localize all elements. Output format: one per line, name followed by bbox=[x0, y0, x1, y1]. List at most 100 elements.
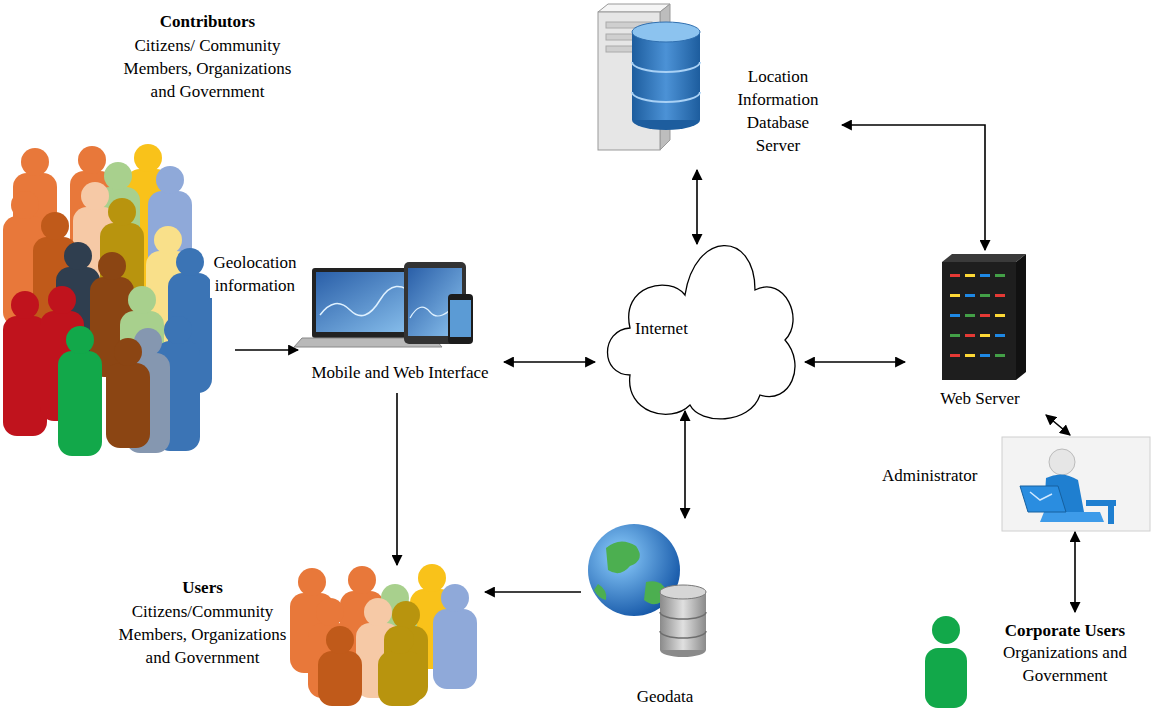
person-head bbox=[392, 601, 420, 629]
users-crowd bbox=[290, 564, 477, 706]
status-light bbox=[950, 294, 960, 297]
person-head bbox=[326, 626, 354, 654]
status-light bbox=[965, 334, 975, 337]
connector-arrow bbox=[504, 361, 595, 363]
connector-arrow bbox=[1074, 532, 1076, 612]
status-light bbox=[950, 274, 960, 277]
group-heading: Contributors bbox=[115, 11, 300, 34]
contributors-crowd bbox=[3, 144, 212, 456]
status-light bbox=[995, 334, 1005, 337]
person-head bbox=[114, 338, 142, 366]
person-head bbox=[21, 148, 49, 176]
status-light bbox=[965, 294, 975, 297]
database-server-icon-part bbox=[632, 32, 700, 120]
person-body bbox=[58, 351, 102, 456]
administrator-icon-part bbox=[1086, 500, 1116, 506]
status-light bbox=[995, 294, 1005, 297]
connector-arrow bbox=[1046, 415, 1070, 435]
database-server-icon-part bbox=[598, 4, 670, 12]
person-head bbox=[298, 568, 326, 596]
web-server-icon bbox=[942, 254, 1026, 380]
node-label: Administrator bbox=[882, 465, 997, 488]
connector-arrow bbox=[485, 591, 581, 593]
icon-node: Web Server bbox=[905, 250, 1059, 415]
node-label: Mobile and Web Interface bbox=[300, 362, 500, 385]
status-light bbox=[980, 354, 990, 357]
connector-arrow bbox=[235, 349, 298, 351]
person-head bbox=[164, 316, 192, 344]
database-server-icon-part bbox=[632, 32, 700, 120]
geodata-icon-part bbox=[660, 592, 706, 650]
geodata-icon-part bbox=[660, 585, 706, 599]
corporate-user-icon-part bbox=[932, 616, 960, 644]
person-head bbox=[108, 198, 136, 226]
person-body bbox=[318, 651, 362, 706]
administrator-icon-part bbox=[1030, 492, 1052, 500]
administrator-icon-part bbox=[1049, 449, 1075, 475]
person-head bbox=[386, 626, 414, 654]
administrator-icon-part bbox=[1108, 506, 1114, 524]
person-head bbox=[156, 166, 184, 194]
status-light bbox=[980, 294, 990, 297]
person-body bbox=[433, 609, 477, 689]
person-head bbox=[98, 252, 126, 280]
administrator-icon-part bbox=[1020, 486, 1066, 512]
connector-arrow bbox=[396, 393, 398, 565]
group-heading: Users bbox=[110, 577, 295, 600]
node-label: Citizens/ Community Members, Organizatio… bbox=[115, 35, 300, 104]
administrator-icon-part bbox=[1002, 437, 1150, 531]
web-server-icon-part bbox=[942, 254, 1026, 262]
geodata-icon-part bbox=[660, 592, 706, 650]
person-head bbox=[66, 326, 94, 354]
cloud-path bbox=[608, 246, 795, 419]
person-head bbox=[11, 191, 39, 219]
person-head bbox=[41, 212, 69, 240]
person-head bbox=[48, 286, 76, 314]
edge-label: Geolocation information bbox=[210, 252, 300, 298]
devices-icon bbox=[294, 262, 473, 347]
person-head bbox=[176, 248, 204, 276]
icon-node: Corporate UsersOrganizations and Governm… bbox=[920, 612, 1164, 710]
cloud-outline bbox=[595, 240, 805, 425]
group-heading: Corporate Users bbox=[970, 620, 1160, 643]
icon-node: Administrator bbox=[880, 435, 1152, 532]
devices-icon-part bbox=[448, 294, 473, 344]
person-head bbox=[441, 584, 469, 612]
node-label: Citizens/Community Members, Organization… bbox=[110, 601, 295, 670]
icon-node: ContributorsCitizens/ Community Members,… bbox=[5, 5, 233, 460]
web-server-icon-part bbox=[942, 262, 1016, 380]
icon-node: Mobile and Web Interface bbox=[300, 262, 504, 389]
web-server-icon-part bbox=[1016, 254, 1026, 380]
devices-icon-part bbox=[450, 300, 471, 337]
status-light bbox=[950, 334, 960, 337]
person-head bbox=[348, 566, 376, 594]
person-head bbox=[104, 162, 132, 190]
icon-node: UsersCitizens/Community Members, Organiz… bbox=[110, 565, 485, 710]
person-head bbox=[418, 564, 446, 592]
icon-node: Geodata bbox=[585, 518, 719, 713]
connector-arrow bbox=[696, 170, 698, 244]
status-light bbox=[950, 354, 960, 357]
person-head bbox=[154, 226, 182, 254]
node-label: Web Server bbox=[905, 388, 1055, 411]
node-label: Geodata bbox=[615, 686, 715, 709]
connector-arrow bbox=[684, 411, 686, 518]
person-head bbox=[134, 144, 162, 172]
corporate-user-icon bbox=[925, 616, 967, 708]
connectors bbox=[235, 125, 1075, 612]
node-label: Internet bbox=[635, 318, 715, 341]
connector-arrow bbox=[842, 125, 985, 250]
node-label: Organizations and Government bbox=[970, 642, 1160, 688]
status-light bbox=[980, 314, 990, 317]
person-head bbox=[64, 242, 92, 270]
devices-icon-part bbox=[320, 286, 415, 315]
status-light bbox=[980, 274, 990, 277]
administrator-icon-part bbox=[1040, 512, 1104, 522]
status-light bbox=[980, 334, 990, 337]
connector-arrow bbox=[805, 361, 905, 363]
geodata-icon bbox=[588, 524, 706, 657]
person-head bbox=[81, 182, 109, 210]
cloud-node: Internet bbox=[595, 240, 805, 425]
